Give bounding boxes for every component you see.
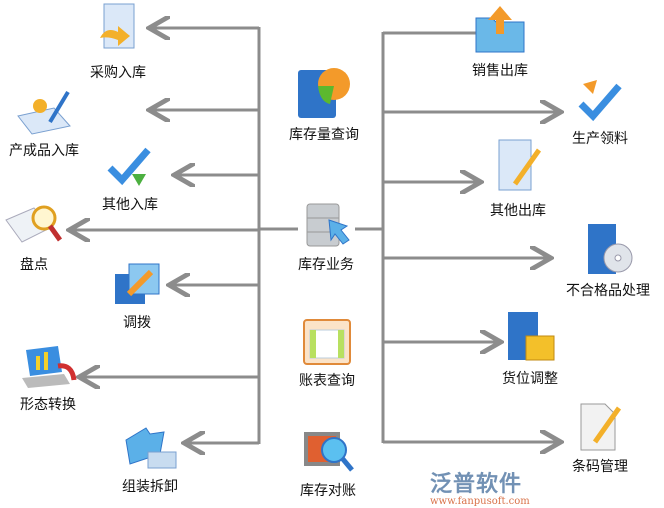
node-assembly-disassembly[interactable]: 组装拆卸: [120, 424, 180, 496]
node-other-inbound[interactable]: 其他入库: [102, 146, 158, 214]
node-reconciliation[interactable]: 库存对账: [300, 424, 356, 500]
laptop-chart-icon: [22, 346, 77, 388]
node-sales-outbound[interactable]: 销售出库: [472, 4, 528, 80]
node-finished-goods-inbound[interactable]: 产成品入库: [9, 86, 79, 160]
node-inventory-business[interactable]: 库存业务: [298, 200, 354, 274]
pen-coins-icon: [17, 90, 71, 135]
spreadsheet-icon: [303, 319, 351, 365]
node-report-query[interactable]: 账表查询: [299, 316, 355, 390]
node-location-adjustment[interactable]: 货位调整: [502, 308, 558, 388]
watermark: 泛普软件 www.fanpusoft.com: [430, 472, 530, 507]
node-defective-handling[interactable]: 不合格品处理: [566, 222, 650, 300]
node-transfer[interactable]: 调拨: [111, 260, 163, 332]
transfer-window-icon: [115, 263, 160, 304]
paper-pencil-icon: [580, 403, 622, 451]
node-inventory-query[interactable]: 库存量查询: [289, 64, 359, 144]
magnifier-report-icon: [5, 205, 63, 243]
node-form-conversion[interactable]: 形态转换: [18, 344, 78, 414]
folder-up-icon: [475, 6, 525, 53]
document-pencil-icon: [498, 139, 542, 191]
node-other-outbound[interactable]: 其他出库: [490, 138, 546, 220]
chart-book-icon: [298, 68, 350, 118]
floppy-box-icon: [508, 312, 555, 361]
document-arrow-icon: [100, 3, 135, 49]
check-arrow-icon: [578, 80, 622, 122]
folder-icon: [125, 427, 177, 469]
check-arrow-icon: [107, 147, 151, 186]
node-stocktaking[interactable]: 盘点: [4, 200, 64, 274]
database-arrow-icon: [306, 203, 350, 247]
node-production-picking[interactable]: 生产领料: [572, 78, 628, 148]
node-barcode-management[interactable]: 条码管理: [572, 402, 628, 476]
monitor-magnifier-icon: [304, 432, 354, 472]
node-purchase-inbound[interactable]: 采购入库: [90, 2, 146, 82]
server-disc-icon: [588, 224, 633, 274]
